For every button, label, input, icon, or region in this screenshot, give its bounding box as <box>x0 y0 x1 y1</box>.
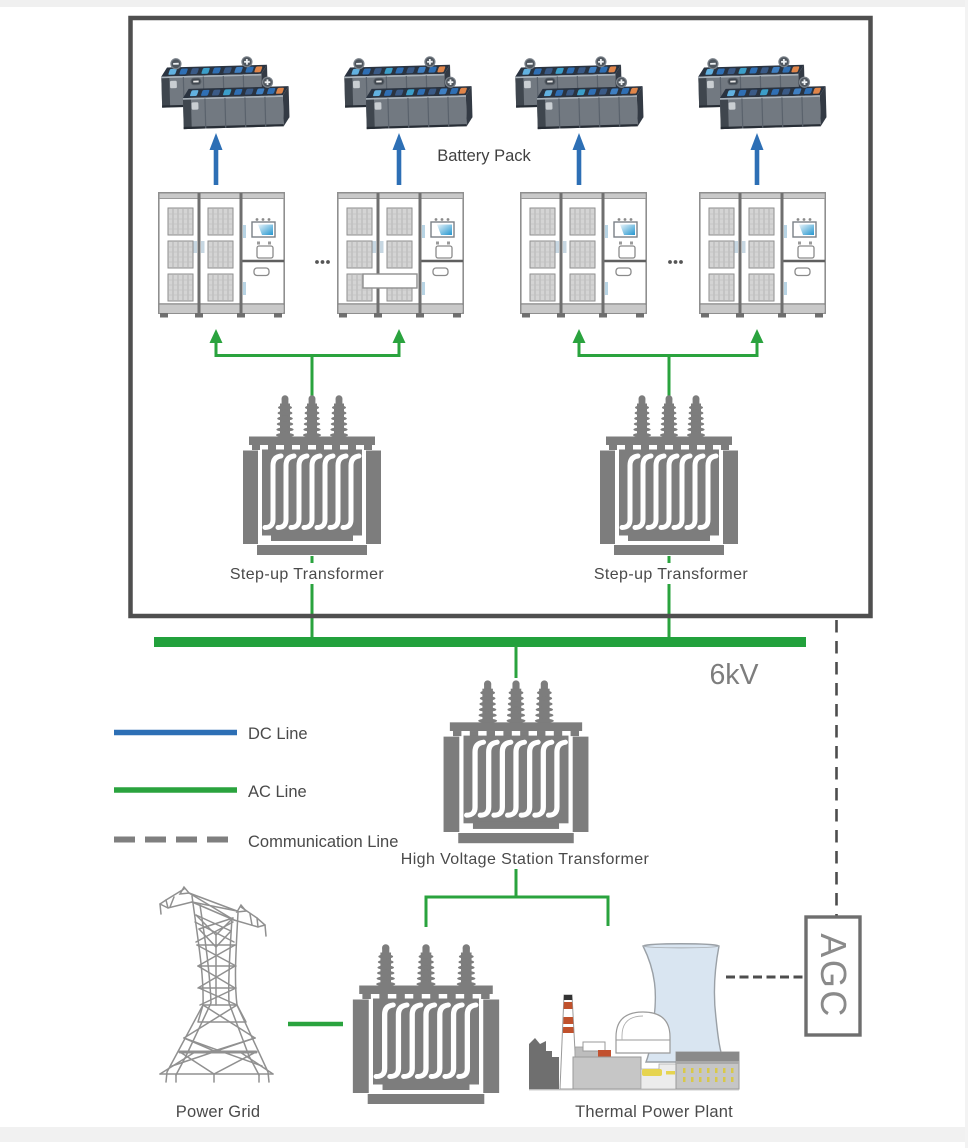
svg-text:Thermal Power Plant: Thermal Power Plant <box>575 1103 733 1121</box>
svg-text:Communication Line: Communication Line <box>248 833 398 851</box>
svg-text:AGC: AGC <box>813 933 854 1019</box>
svg-text:DC Line: DC Line <box>248 725 308 743</box>
svg-text:Battery Pack: Battery Pack <box>437 147 531 165</box>
svg-text:Power Grid: Power Grid <box>176 1103 261 1121</box>
svg-text:Step-up Transformer: Step-up Transformer <box>230 566 385 583</box>
svg-text:High Voltage Station Transform: High Voltage Station Transformer <box>401 851 650 868</box>
svg-text:6kV: 6kV <box>709 659 758 691</box>
svg-text:Step-up Transformer: Step-up Transformer <box>594 566 749 583</box>
svg-text:AC Line: AC Line <box>248 783 307 801</box>
